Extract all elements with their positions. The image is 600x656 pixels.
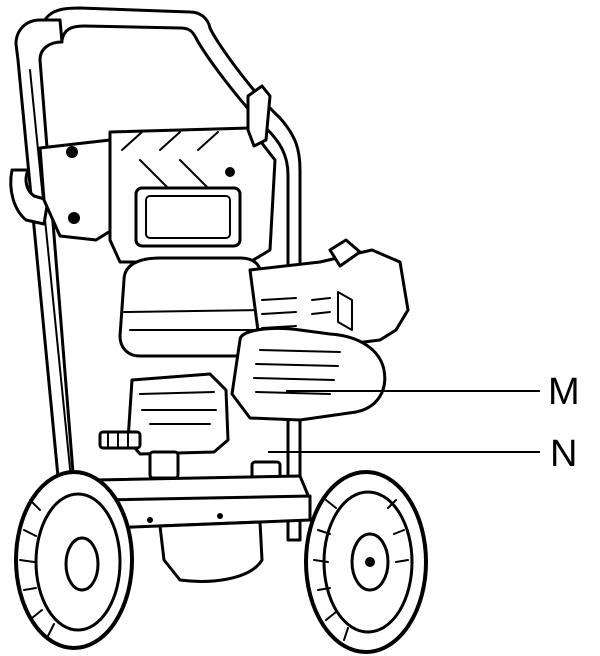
engine — [230, 238, 410, 422]
left-wheel — [14, 470, 134, 650]
callout-leaders — [268, 390, 540, 453]
right-wheel — [304, 470, 428, 654]
callout-label-m: M — [548, 371, 580, 413]
control-panel — [108, 84, 277, 264]
callout-label-n: N — [550, 433, 577, 475]
handle-frame — [14, 6, 302, 562]
base-frame — [94, 474, 312, 583]
hose-hook — [9, 138, 114, 242]
